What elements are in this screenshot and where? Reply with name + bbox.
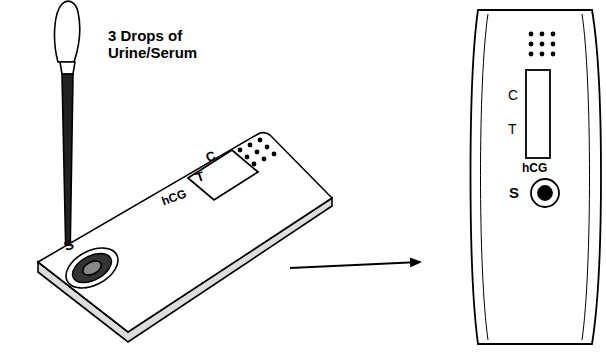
cassette-dots — [529, 32, 556, 57]
sample-well-label: S — [509, 185, 519, 202]
instruction-label: 3 Drops of Urine/Serum — [108, 28, 218, 61]
hcg-label: hCG — [522, 162, 547, 175]
control-line-label: C — [508, 88, 518, 103]
test-cassette-front — [471, 10, 602, 344]
process-arrow — [290, 262, 420, 268]
test-line-label: T — [508, 122, 517, 137]
cassette-dots — [238, 138, 277, 167]
control-line-label: C — [204, 149, 218, 166]
test-cassette-perspective — [38, 133, 332, 342]
dropper — [55, 1, 80, 268]
